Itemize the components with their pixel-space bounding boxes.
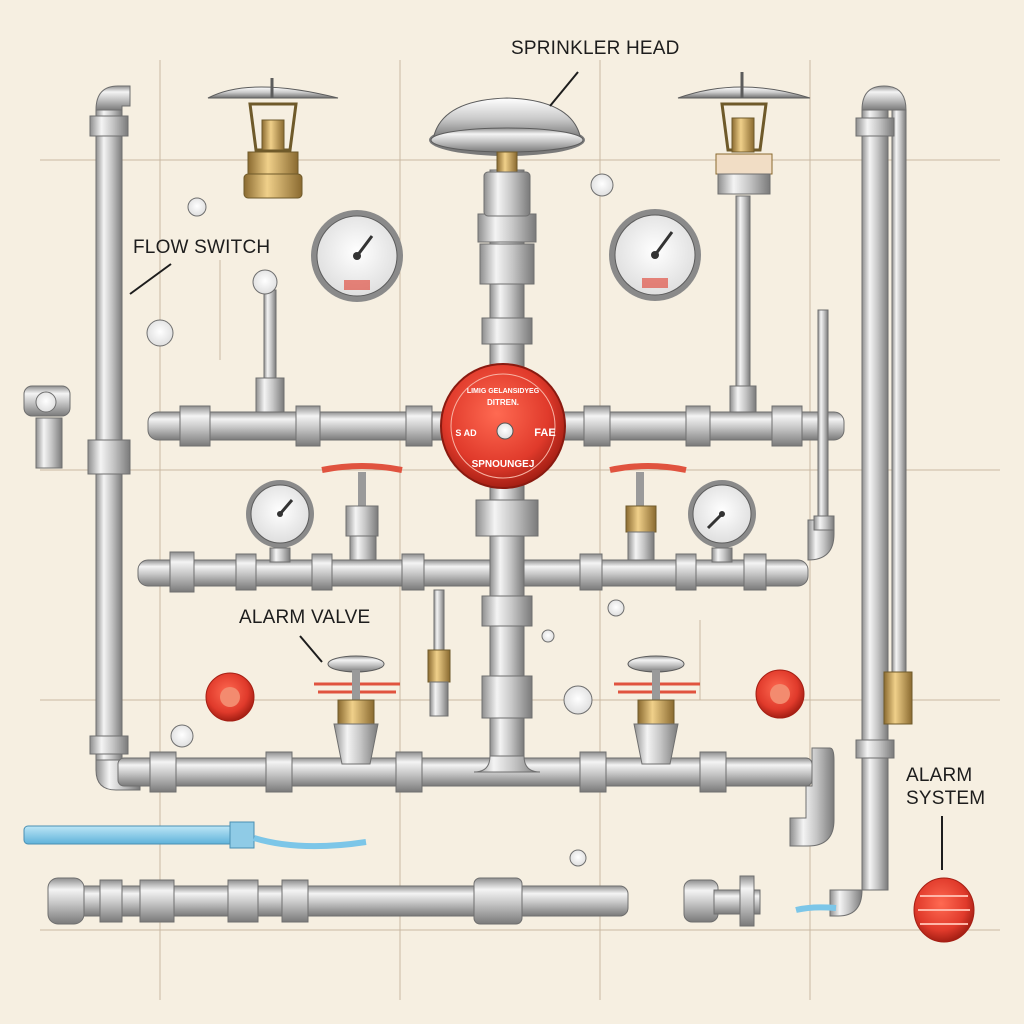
right-sprinkler-head-icon	[677, 72, 811, 413]
left-drop-pipe	[252, 269, 285, 413]
lower-main-pipe	[117, 747, 835, 847]
alarm-bell-icon	[205, 672, 255, 722]
alarm-system-label-line1: ALARM	[906, 765, 973, 786]
middle-branch-pipe	[137, 309, 835, 593]
left-sprinkler-head-icon	[207, 78, 339, 199]
alarm-valve-label: ALARM VALVE	[239, 607, 371, 628]
pressure-gauge-icon	[311, 210, 403, 302]
pressure-gauge-icon	[688, 480, 756, 563]
small-fittings	[146, 173, 625, 867]
pressure-gauge-icon	[609, 209, 701, 301]
alarm-control-plate: LIMIG GELANSIDYEG DITREN. S AD FAE SPNOU…	[440, 363, 566, 489]
flow-switch-label: FLOW SWITCH	[133, 237, 271, 258]
pressure-gauge-icon	[246, 480, 314, 563]
alarm-bell-icon	[755, 669, 805, 719]
drain-fitting	[427, 589, 451, 717]
alarm-system-bell-icon	[913, 877, 975, 943]
right-riser-pipe	[829, 85, 913, 917]
gate-valve-icon	[321, 463, 403, 561]
flow-switch-icon	[23, 385, 71, 469]
callout-leaders	[129, 71, 943, 870]
central-sprinkler-head-icon	[429, 97, 585, 217]
water-line	[23, 821, 837, 913]
left-riser-pipe	[87, 85, 141, 791]
alarm-valve-icon	[314, 655, 400, 765]
plate-left-text: S AD	[455, 428, 477, 438]
bottom-supply-pipe	[47, 875, 761, 927]
plate-top-text: LIMIG GELANSIDYEG	[467, 388, 540, 395]
alarm-system-label: ALARM SYSTEM	[906, 765, 985, 811]
plate-bottom-text: SPNOUNGEJ	[472, 459, 535, 470]
gate-valve-icon	[609, 463, 687, 561]
alarm-valve-icon	[614, 655, 700, 765]
alarm-system-label-line2: SYSTEM	[906, 787, 986, 809]
sprinkler-head-label: SPRINKLER HEAD	[511, 38, 680, 59]
plate-line2-text: DITREN.	[487, 398, 519, 407]
plate-right-text: FAE	[534, 427, 555, 439]
